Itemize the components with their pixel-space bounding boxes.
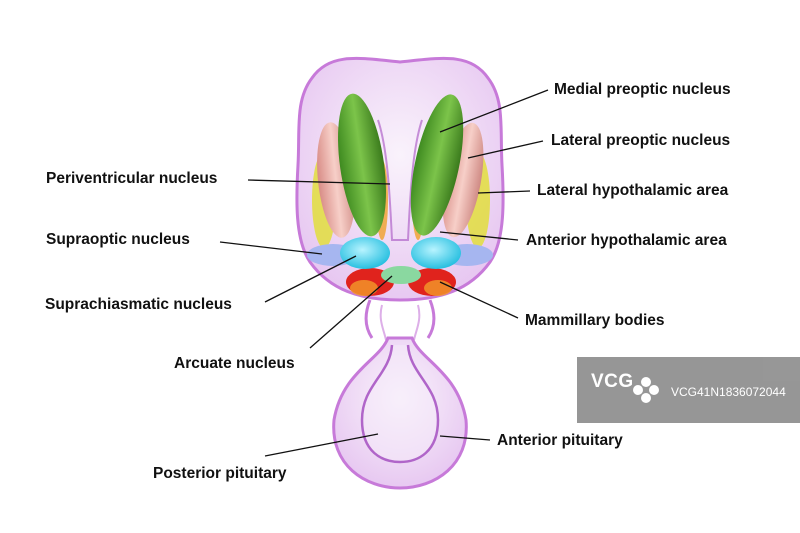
leader-suprachiasmatic	[264, 255, 357, 303]
label-anterior-pituitary: Anterior pituitary	[497, 432, 623, 449]
leader-posterior-pituitary	[264, 433, 379, 457]
label-medial-preoptic: Medial preoptic nucleus	[554, 81, 731, 98]
label-mammillary: Mammillary bodies	[525, 312, 665, 329]
leader-lateral-hypothalamic	[477, 190, 531, 194]
leader-mammillary	[439, 281, 519, 319]
label-periventricular: Periventricular nucleus	[46, 170, 218, 187]
leader-lateral-preoptic	[467, 140, 544, 159]
label-lateral-preoptic: Lateral preoptic nucleus	[551, 132, 731, 149]
watermark-flower-icon	[633, 377, 659, 403]
label-anterior-hypothalamic: Anterior hypothalamic area	[526, 232, 727, 249]
watermark-id: VCG41N1836072044	[671, 385, 786, 399]
leader-supraoptic	[219, 241, 323, 255]
label-arcuate: Arcuate nucleus	[174, 355, 295, 372]
leader-anterior-hypothalamic	[439, 231, 519, 241]
watermark-banner: VCG VCG41N1836072044	[577, 357, 800, 423]
third-ventricle-fold	[377, 119, 423, 241]
mammillary-glow-right	[424, 280, 452, 296]
leader-medial-preoptic	[439, 89, 549, 133]
medial-preoptic-right	[410, 94, 464, 236]
posterior-pituitary-lobe	[360, 344, 440, 464]
suprachiasmatic-right	[411, 237, 461, 269]
arcuate-region	[381, 266, 421, 284]
infundibulum	[364, 299, 436, 339]
label-lateral-hypothalamic: Lateral hypothalamic area	[537, 182, 729, 199]
label-supraoptic: Supraoptic nucleus	[46, 231, 190, 248]
mammillary-glow-left	[350, 280, 378, 296]
label-suprachiasmatic: Suprachiasmatic nucleus	[45, 296, 232, 313]
leader-lines	[219, 89, 549, 457]
label-posterior-pituitary: Posterior pituitary	[153, 465, 287, 482]
suprachiasmatic-left	[340, 237, 390, 269]
leader-anterior-pituitary	[439, 435, 491, 441]
medial-preoptic-left	[338, 93, 386, 237]
watermark-logo: VCG	[591, 371, 634, 392]
leader-arcuate	[309, 275, 393, 349]
stalk-inner	[379, 304, 421, 341]
leader-periventricular	[247, 179, 391, 185]
